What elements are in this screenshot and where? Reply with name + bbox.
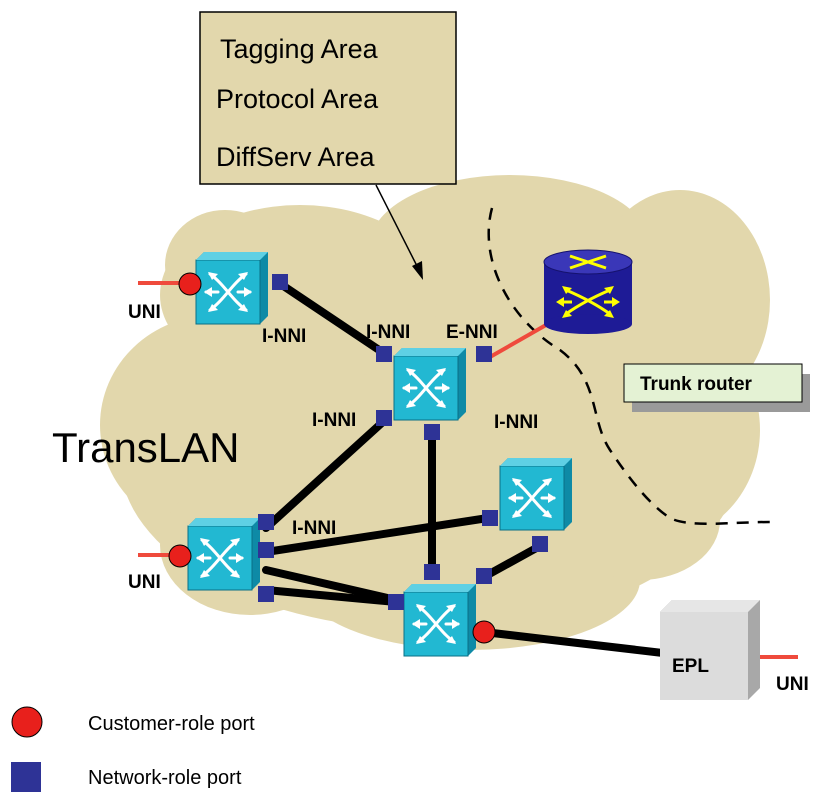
inni-label-4: I-NNI bbox=[494, 412, 538, 433]
legend-customer-port: Customer-role port bbox=[88, 713, 255, 735]
uni-label-top: UNI bbox=[128, 302, 161, 323]
customer-port-legend-icon bbox=[11, 706, 43, 738]
inni-label-1: I-NNI bbox=[262, 326, 306, 347]
switch-bottom-left[interactable] bbox=[186, 516, 262, 592]
network-port-legend-icon bbox=[11, 762, 41, 792]
customer-ports bbox=[168, 272, 496, 644]
nni-links bbox=[262, 281, 684, 659]
epl-box[interactable]: EPL bbox=[660, 600, 760, 700]
callout-line-protocol: Protocol Area bbox=[216, 84, 379, 114]
area-callout: Tagging Area Protocol Area DiffServ Area bbox=[199, 11, 457, 185]
legend-network-port: Network-role port bbox=[88, 767, 242, 789]
uni-label-left: UNI bbox=[128, 572, 161, 593]
enni-label: E-NNI bbox=[446, 322, 498, 343]
callout-arrow bbox=[375, 184, 423, 280]
callout-line-diffserv: DiffServ Area bbox=[216, 142, 376, 172]
domain-boundary bbox=[487, 207, 771, 526]
epl-label: EPL bbox=[672, 656, 709, 677]
trunk-router-icon[interactable] bbox=[543, 249, 633, 334]
callout-line-tagging: Tagging Area bbox=[220, 34, 379, 64]
network-ports bbox=[258, 274, 548, 610]
inni-label-2: I-NNI bbox=[366, 322, 410, 343]
switch-center[interactable] bbox=[392, 346, 468, 422]
switch-top-left[interactable] bbox=[194, 250, 270, 326]
inni-label-5: I-NNI bbox=[292, 518, 336, 539]
switch-bottom[interactable] bbox=[402, 582, 478, 658]
trunk-router-label-box: Trunk router bbox=[623, 363, 810, 412]
cloud-title: TransLAN bbox=[52, 424, 240, 471]
trunk-router-label: Trunk router bbox=[640, 374, 753, 395]
uni-label-right: UNI bbox=[776, 674, 809, 695]
inni-label-3: I-NNI bbox=[312, 410, 356, 431]
legend: Customer-role port Network-role port bbox=[11, 706, 255, 792]
switch-right[interactable] bbox=[498, 456, 574, 532]
